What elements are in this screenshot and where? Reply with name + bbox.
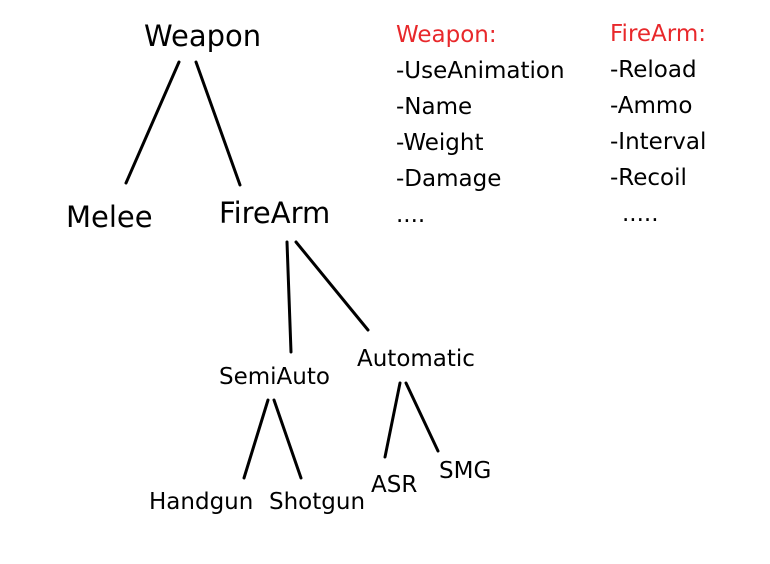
firearm-properties-panel: FireArm: -Reload -Ammo -Interval -Recoil… <box>610 16 706 232</box>
weapon-properties-panel: Weapon: -UseAnimation -Name -Weight -Dam… <box>396 17 565 233</box>
node-smg: SMG <box>439 458 492 484</box>
weapon-property-item: -Name <box>396 94 473 120</box>
weapon-property-item: -Weight <box>396 130 484 156</box>
edge-weapon-melee <box>124 60 181 185</box>
firearm-properties-title: FireArm: <box>610 21 706 47</box>
node-melee: Melee <box>66 200 153 234</box>
edge-automatic-smg <box>404 381 440 453</box>
node-asr: ASR <box>371 472 418 498</box>
weapon-properties-title: Weapon: <box>396 22 497 48</box>
edge-firearm-semiauto <box>285 240 293 354</box>
edge-semiauto-handgun <box>242 398 270 480</box>
edge-firearm-automatic <box>294 240 370 332</box>
weapon-property-more: .... <box>396 202 426 228</box>
weapon-property-item: -Damage <box>396 166 502 192</box>
node-automatic: Automatic <box>357 346 475 372</box>
firearm-property-item: -Interval <box>610 129 707 155</box>
edge-automatic-asr <box>383 381 402 459</box>
edge-semiauto-shotgun <box>272 398 303 480</box>
node-firearm: FireArm <box>219 196 331 230</box>
node-handgun: Handgun <box>149 489 254 515</box>
firearm-property-item: -Recoil <box>610 165 687 191</box>
weapon-property-item: -UseAnimation <box>396 58 565 84</box>
firearm-property-item: -Reload <box>610 57 697 83</box>
firearm-property-item: -Ammo <box>610 93 693 119</box>
node-shotgun: Shotgun <box>269 489 366 515</box>
node-weapon: Weapon <box>144 19 262 53</box>
edge-weapon-firearm <box>194 60 242 187</box>
firearm-property-more: ..... <box>622 201 659 227</box>
node-semiauto: SemiAuto <box>219 364 330 390</box>
